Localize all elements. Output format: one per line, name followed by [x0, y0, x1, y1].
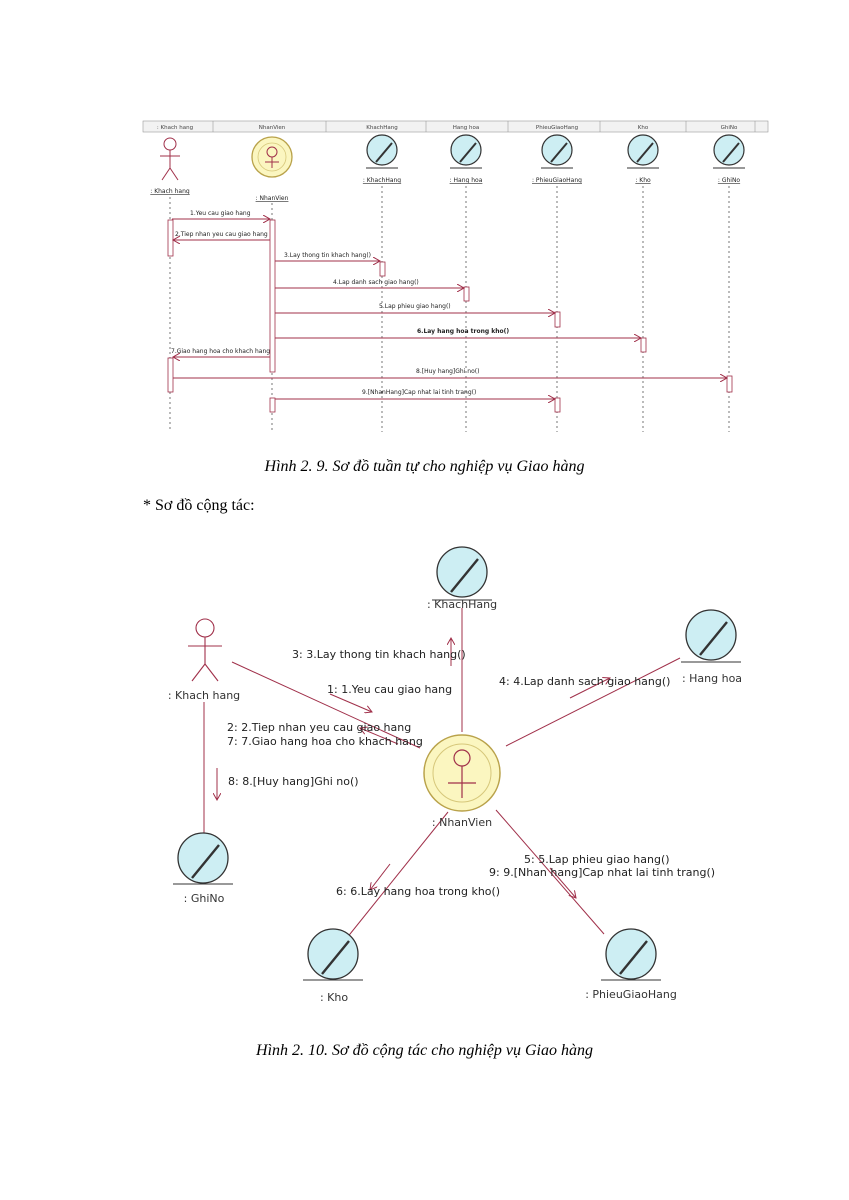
seq-msg-2: 2.Tiep nhan yeu cau giao hang: [175, 231, 268, 238]
collab-kho-icon: [303, 928, 363, 981]
figure-caption-collaboration: Hình 2. 10. Sơ đồ cộng tác cho nghiệp vụ…: [256, 1042, 593, 1059]
collab-label-nhanvien: : NhanVien: [432, 816, 492, 829]
seq-header-nhanvien: NhanVien: [259, 125, 286, 131]
seq-entity-phieugiaohang-icon: [541, 134, 573, 169]
collab-label-khachhang: : KhachHang: [427, 598, 497, 611]
collab-nhanvien-icon: [423, 734, 501, 812]
seq-nhanvien-icon: [251, 136, 293, 178]
seq-entity-kho-icon: [627, 134, 659, 169]
collab-msg-3: 3: 3.Lay thong tin khach hang(): [292, 648, 466, 661]
collab-msg-8: 8: 8.[Huy hang]Ghi no(): [228, 775, 359, 788]
collab-msg-1: 1: 1.Yeu cau giao hang: [327, 683, 452, 696]
seq-msg-4: 4.Lap danh sach giao hang(): [333, 279, 419, 286]
seq-label-hang-hoa: : Hang hoa: [450, 177, 483, 184]
collab-msg-6: 6: 6.Lay hang hoa trong kho(): [336, 885, 500, 898]
collab-label-phieugiaohang: : PhieuGiaoHang: [585, 988, 677, 1001]
seq-label-ghino: : GhiNo: [718, 177, 741, 184]
seq-label-kho: : Kho: [635, 177, 651, 184]
seq-activations: [167, 219, 733, 413]
section-heading-collaboration: * Sơ đồ cộng tác:: [143, 497, 255, 514]
seq-entity-khachhang-icon: [366, 134, 398, 169]
seq-msg-9: 9.[NhanHang]Cap nhat lai tinh trang(): [362, 389, 476, 396]
collab-ghino-icon: [173, 832, 233, 885]
collab-msg-9: 9: 9.[Nhan hang]Cap nhat lai tinh trang(…: [489, 866, 715, 879]
seq-header-phieugiaohang: PhieuGiaoHang: [536, 125, 578, 131]
seq-header-ghino: GhiNo: [721, 125, 738, 131]
seq-message-lines: [172, 219, 727, 399]
collab-hanghoa-icon: [681, 609, 741, 663]
collab-links: [203, 608, 681, 945]
collab-msg-5: 5: 5.Lap phieu giao hang(): [524, 853, 670, 866]
collab-phieu-icon: [601, 928, 661, 981]
sequence-header-strip: [142, 120, 769, 133]
seq-label-khachhang: : KhachHang: [363, 177, 401, 184]
collab-msg-4: 4: 4.Lap danh sach giao hang(): [499, 675, 670, 688]
seq-entity-hanghoa-icon: [450, 134, 482, 169]
collaboration-diagram: : KhachHang : Hang hoa : Khach hang : Nh…: [168, 546, 742, 1004]
collab-actor-icon: [188, 618, 222, 682]
figure-caption-sequence: Hình 2. 9. Sơ đồ tuần tự cho nghiệp vụ G…: [264, 458, 585, 475]
seq-header-kho: Kho: [638, 125, 649, 131]
seq-header-hang-hoa: Hang hoa: [453, 125, 479, 131]
collab-label-khach-hang: : Khach hang: [168, 689, 240, 702]
collab-label-hang-hoa: : Hang hoa: [682, 672, 742, 685]
seq-msg-8: 8.[Huy hang]Ghi no(): [416, 368, 479, 375]
collab-msg-7: 7: 7.Giao hang hoa cho khach hang: [227, 735, 423, 748]
seq-msg-7: 7.Giao hang hoa cho khach hang: [171, 348, 270, 355]
seq-label-nhanvien: : NhanVien: [256, 195, 289, 202]
collab-message-arrows: [217, 638, 610, 898]
collab-label-ghino: : GhiNo: [184, 892, 225, 905]
collab-khachhang-icon: [432, 546, 492, 601]
seq-actor-icon: [160, 137, 180, 181]
collab-msg-2: 2: 2.Tiep nhan yeu cau giao hang: [227, 721, 411, 734]
seq-msg-6: 6.Lay hang hoa trong kho(): [417, 328, 509, 335]
seq-label-khach-hang: : Khach hang: [150, 188, 190, 195]
seq-msg-3: 3.Lay thong tin khach hang(): [284, 252, 371, 259]
seq-header-khachhang: KhachHang: [366, 125, 397, 131]
sequence-diagram: : Khach hang NhanVien KhachHang Hang hoa…: [142, 120, 769, 432]
seq-label-phieugiaohang: : PhieuGiaoHang: [532, 177, 582, 184]
seq-msg-5: 5.Lap phieu giao hang(): [379, 303, 451, 310]
seq-msg-1: 1.Yeu cau giao hang: [190, 210, 251, 217]
collab-label-kho: : Kho: [320, 991, 348, 1004]
seq-header-khach-hang: : Khach hang: [157, 125, 193, 131]
seq-entity-ghino-icon: [713, 134, 745, 169]
